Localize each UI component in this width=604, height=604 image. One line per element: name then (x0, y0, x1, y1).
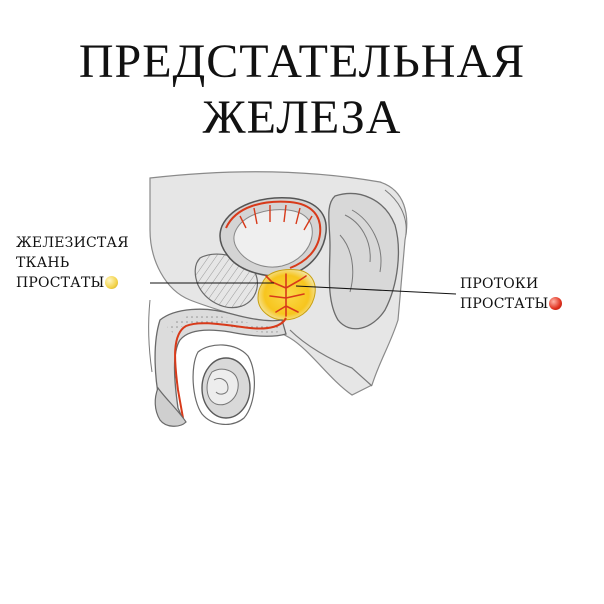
label-ducts-line-1: ПРОТОКИ (460, 276, 539, 292)
label-glandular-line-3: ПРОСТАТЫ (16, 275, 105, 291)
label-glandular-line-1: ЖЕЛЕЗИСТАЯ (16, 235, 129, 251)
scrotum (192, 344, 255, 425)
label-ducts: ПРОТОКИ ПРОСТАТЫ (460, 274, 563, 314)
leader-line-ducts (295, 285, 457, 295)
yellow-dot-icon (105, 276, 119, 289)
rectum (328, 192, 400, 330)
urethra (174, 317, 287, 419)
label-ducts-line-2: ПРОСТАТЫ (460, 296, 549, 312)
page-title-line-2: ЖЕЛЕЗА (202, 91, 402, 144)
red-dot-icon (549, 297, 563, 310)
prostate-ducts (265, 273, 307, 317)
glans (154, 386, 187, 427)
label-glandular-line-2: ТКАНЬ (16, 255, 70, 271)
page-title-line-1: ПРЕДСТАТЕЛЬНАЯ (78, 35, 526, 88)
bladder-wall-red-outline (225, 200, 322, 269)
bladder-inner (233, 209, 313, 268)
testis-detail (206, 368, 239, 406)
label-glandular-tissue: ЖЕЛЕЗИСТАЯ ТКАНЬ ПРОСТАТЫ (16, 233, 129, 293)
